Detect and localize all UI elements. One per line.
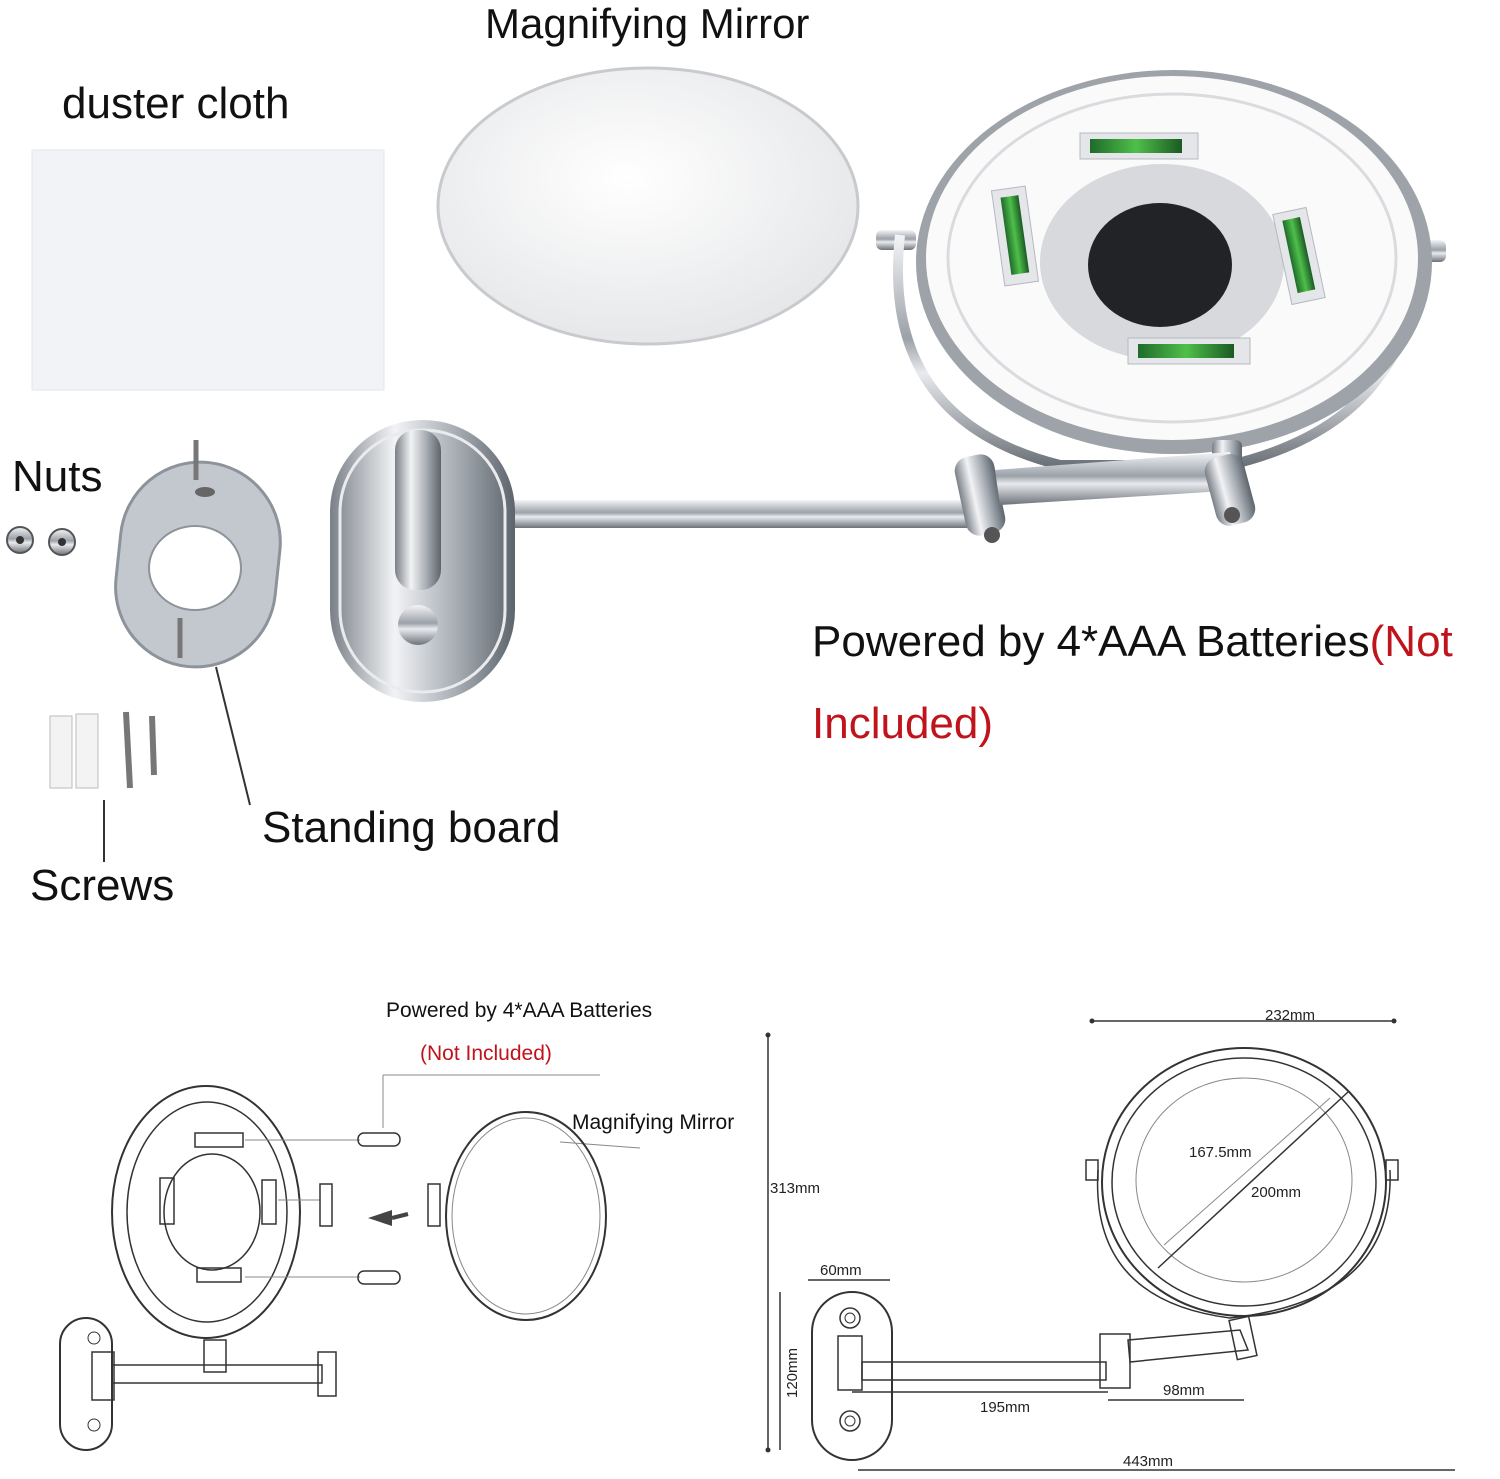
exploded-view: [59, 1074, 641, 1451]
screws: [49, 711, 157, 862]
dim-200mm: 200mm: [1251, 1184, 1301, 1201]
label-screws: Screws: [30, 861, 174, 910]
duster-cloth: [31, 149, 385, 391]
label-powered-prefix: Powered by 4*AAA Batteries: [812, 617, 1370, 666]
dim-120mm: 120mm: [784, 1348, 801, 1398]
dim-443mm: 443mm: [1123, 1453, 1173, 1470]
drawing-powered-label: Powered by 4*AAA Batteries: [386, 999, 652, 1022]
mirror-head: [876, 70, 1446, 490]
extension-arm: [425, 452, 1256, 543]
dim-313mm: 313mm: [770, 1180, 820, 1197]
label-magnifying-mirror: Magnifying Mirror: [485, 0, 809, 47]
label-powered: Powered by 4*AAA Batteries(Not: [812, 617, 1453, 666]
dim-195mm: 195mm: [980, 1399, 1030, 1416]
wall-base: [330, 420, 515, 702]
label-nuts: Nuts: [12, 452, 102, 501]
label-duster-cloth: duster cloth: [62, 79, 289, 128]
label-standing-board: Standing board: [262, 803, 560, 852]
dim-232mm: 232mm: [1265, 1007, 1315, 1024]
nuts: [6, 526, 76, 556]
drawing-not-included-label: (Not Included): [420, 1042, 552, 1065]
dim-98mm: 98mm: [1163, 1382, 1205, 1399]
standing-board: [114, 440, 282, 806]
label-not-included-close: Included): [812, 699, 993, 748]
label-not-included-open: (Not: [1370, 617, 1453, 666]
dim-167-5mm: 167.5mm: [1189, 1144, 1252, 1161]
technical-drawing-panel: Powered by 4*AAA Batteries (Not Included…: [59, 999, 1455, 1471]
dimensioned-view: [765, 1018, 1455, 1471]
drawing-magnifying-mirror-label: Magnifying Mirror: [572, 1111, 734, 1134]
product-photo-panel: Magnifying Mirror duster cloth Nuts Stan…: [6, 0, 1453, 910]
dim-60mm: 60mm: [820, 1262, 862, 1279]
loose-mirror: [436, 66, 860, 346]
